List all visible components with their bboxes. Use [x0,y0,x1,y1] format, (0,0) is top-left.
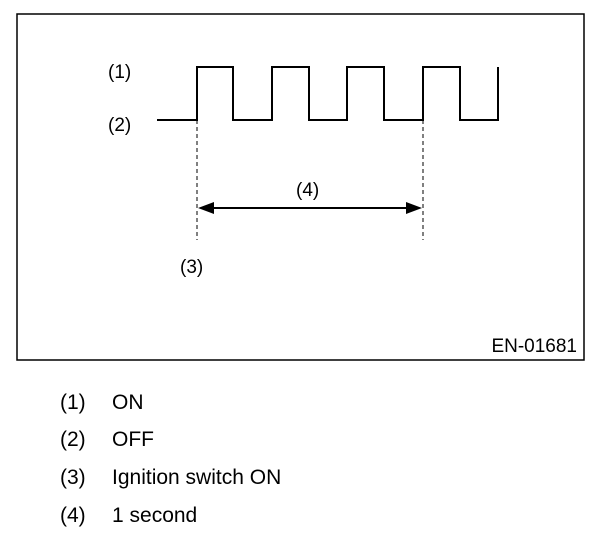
legend-number: (1) [60,391,86,414]
legend-number: (3) [60,466,86,489]
diagram-frame [16,13,585,361]
legend-text: OFF [112,428,154,451]
legend-text: ON [112,391,144,414]
on-level-marker: (1) [108,62,131,83]
duration-arrow-right-head [406,202,422,214]
timing-diagram: (1) (2) (4) (3) EN-01681 [16,13,585,361]
duration-marker: (4) [296,180,319,201]
legend-number: (4) [60,504,86,527]
duration-arrow-left-head [198,202,214,214]
ignition-on-marker: (3) [180,257,203,278]
figure-id: EN-01681 [491,336,577,357]
legend-text: 1 second [112,504,198,527]
legend-number: (2) [60,428,86,451]
off-level-marker: (2) [108,115,131,136]
legend-text: Ignition switch ON [112,466,282,489]
pulse-waveform [157,66,499,121]
